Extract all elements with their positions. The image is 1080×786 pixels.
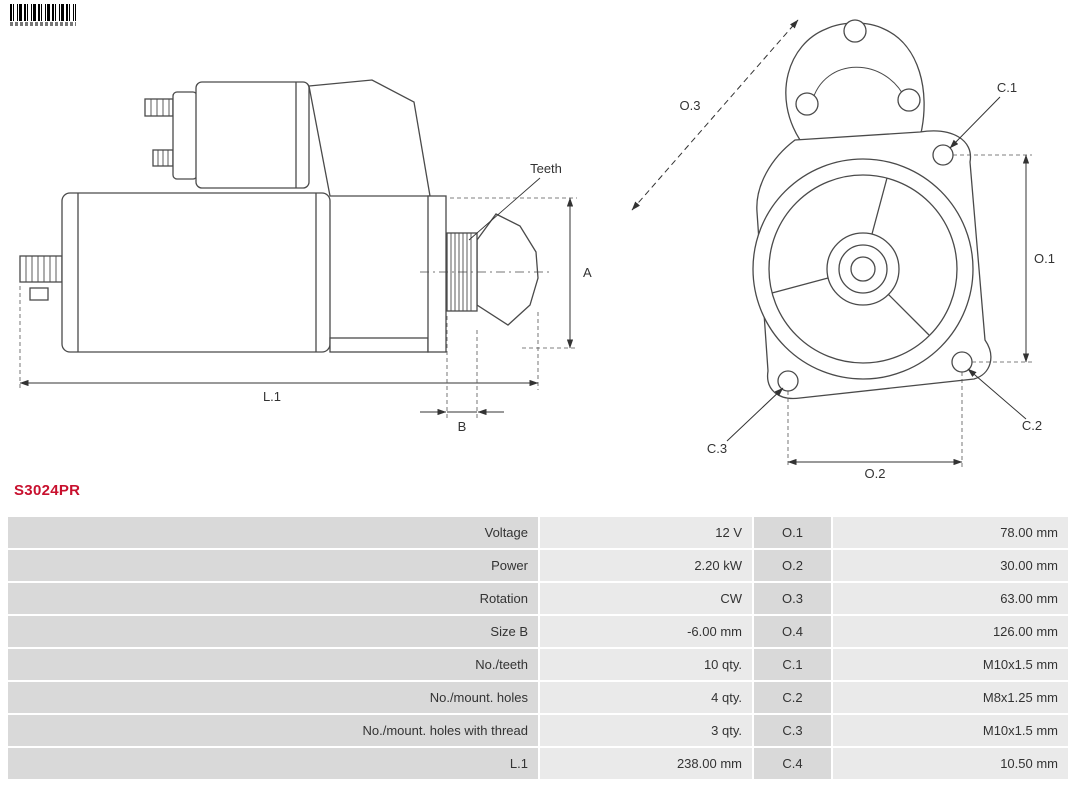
barcode <box>10 4 76 21</box>
side-view-dimensions <box>19 177 577 419</box>
dim-l1-label: L.1 <box>263 389 281 404</box>
spec-value: CW <box>540 583 752 614</box>
dim-o3-label: O.3 <box>680 98 701 113</box>
spec-value: 10 qty. <box>540 649 752 680</box>
dim-value: 63.00 mm <box>833 583 1068 614</box>
spec-label: No./mount. holes <box>8 682 538 713</box>
dim-value: M8x1.25 mm <box>833 682 1068 713</box>
dim-value: 10.50 mm <box>833 748 1068 779</box>
dim-label: C.1 <box>754 649 831 680</box>
spec-label: Size B <box>8 616 538 647</box>
hole-c1-label: C.1 <box>997 80 1017 95</box>
dim-a-label: A <box>583 265 592 280</box>
spec-label: Power <box>8 550 538 581</box>
technical-drawing-svg: Teeth A L.1 B <box>19 19 1055 480</box>
spec-value: 238.00 mm <box>540 748 752 779</box>
product-code: S3024PR <box>14 482 81 499</box>
dim-label: C.3 <box>754 715 831 746</box>
dim-label: O.4 <box>754 616 831 647</box>
front-view-drawing <box>752 19 992 400</box>
dim-label: O.2 <box>754 550 831 581</box>
side-view-drawing <box>19 79 552 353</box>
dim-value: M10x1.5 mm <box>833 715 1068 746</box>
dim-label: C.4 <box>754 748 831 779</box>
spec-label: L.1 <box>8 748 538 779</box>
hole-c3-label: C.3 <box>707 441 727 456</box>
spec-value: 2.20 kW <box>540 550 752 581</box>
dim-label: O.3 <box>754 583 831 614</box>
spec-value: 12 V <box>540 517 752 548</box>
spec-value: -6.00 mm <box>540 616 752 647</box>
dim-label: C.2 <box>754 682 831 713</box>
dim-value: 126.00 mm <box>833 616 1068 647</box>
dim-label: O.1 <box>754 517 831 548</box>
front-view-dimensions <box>631 19 1032 468</box>
spec-label: Rotation <box>8 583 538 614</box>
spec-label: Voltage <box>8 517 538 548</box>
hole-c2-label: C.2 <box>1022 418 1042 433</box>
teeth-label: Teeth <box>530 161 562 176</box>
dim-b-label: B <box>458 419 467 434</box>
dim-value: 30.00 mm <box>833 550 1068 581</box>
dim-o1-label: O.1 <box>1034 251 1055 266</box>
spec-value: 3 qty. <box>540 715 752 746</box>
barcode-caption <box>10 22 76 26</box>
spec-value: 4 qty. <box>540 682 752 713</box>
spec-label: No./mount. holes with thread <box>8 715 538 746</box>
dim-value: M10x1.5 mm <box>833 649 1068 680</box>
dim-o2-label: O.2 <box>865 466 886 480</box>
dim-value: 78.00 mm <box>833 517 1068 548</box>
spec-label: No./teeth <box>8 649 538 680</box>
